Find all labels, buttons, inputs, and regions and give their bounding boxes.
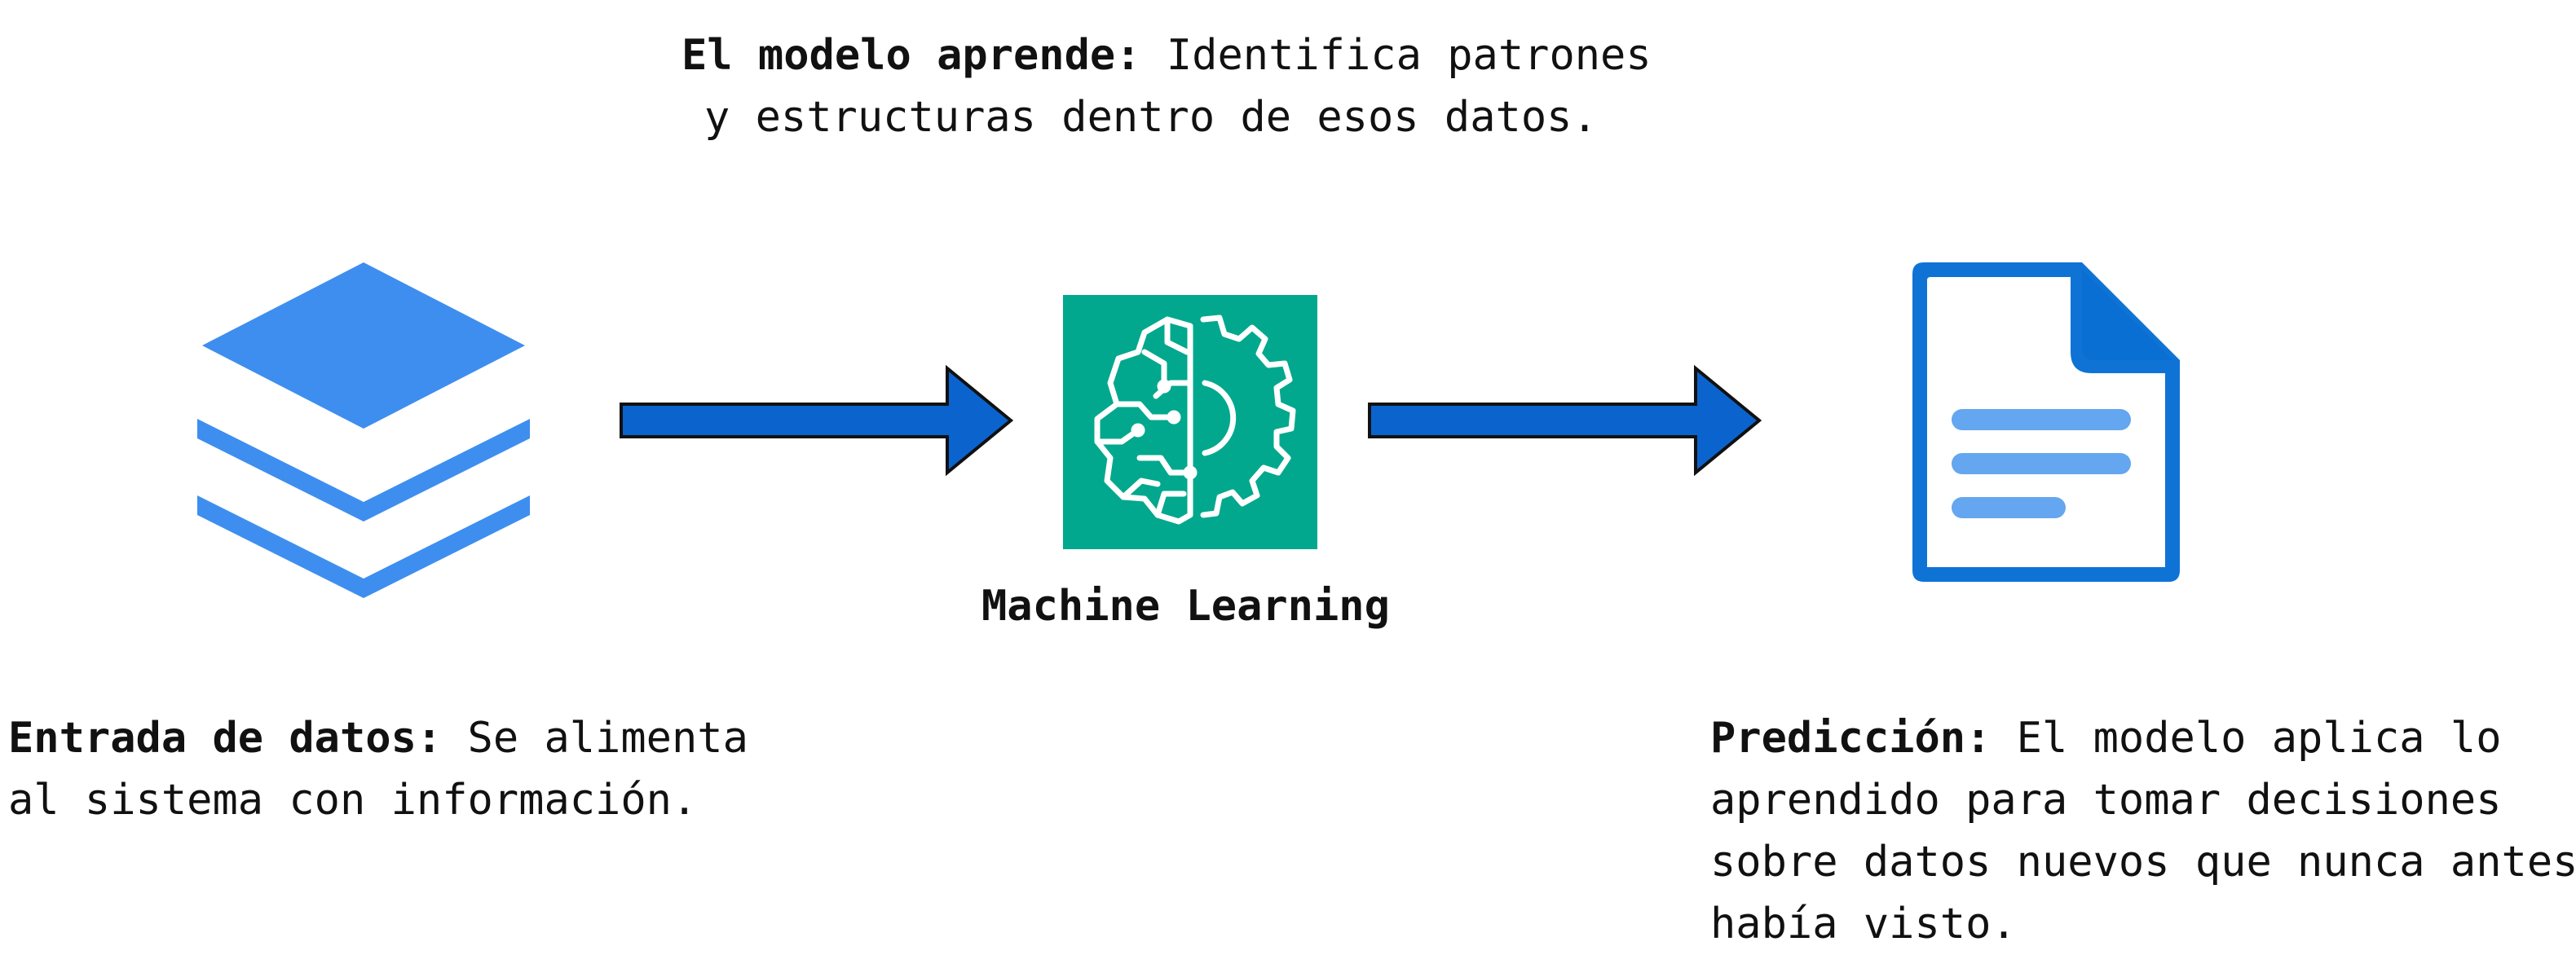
- learning-caption: El modelo aprende: Identifica patrones: [681, 24, 1652, 86]
- brain-gear-icon: [1063, 295, 1317, 549]
- prediction-caption-line4: había visto.: [1710, 900, 2017, 948]
- stack-layer-middle: [197, 419, 530, 522]
- document-line-3: [1952, 497, 2066, 518]
- document-icon: [1912, 262, 2180, 582]
- prediction-caption-line2: aprendido para tomar decisiones: [1710, 776, 2502, 825]
- prediction-caption: Predicción: El modelo aplica lo: [1710, 707, 2502, 769]
- input-caption-line2: al sistema con información.: [8, 776, 698, 825]
- arrow-to-prediction-shape: [1368, 364, 1762, 477]
- stack-layer-bottom: [197, 495, 530, 598]
- stack-layer-top: [202, 262, 525, 429]
- document-line-2: [1952, 453, 2131, 474]
- ml-label: Machine Learning: [981, 582, 1390, 631]
- document-fold: [2082, 269, 2173, 360]
- arrow-to-model-shape: [620, 364, 1014, 477]
- prediction-caption-line3: sobre datos nuevos que nunca antes: [1710, 838, 2576, 887]
- document-line-1: [1952, 409, 2131, 430]
- arrow-to-model: [620, 364, 1014, 477]
- layers-stack-icon: [197, 262, 530, 598]
- input-caption-title: Entrada de datos:: [8, 714, 443, 763]
- prediction-caption-title: Predicción:: [1710, 714, 1992, 763]
- brain-gear-glyph: [1094, 315, 1296, 525]
- input-caption: Entrada de datos: Se alimenta: [8, 707, 748, 769]
- prediction-caption-line1: El modelo aplica lo: [1991, 714, 2502, 763]
- learning-caption-line2: y estructuras dentro de esos datos.: [704, 93, 1598, 142]
- learning-caption-line1: Identifica patrones: [1140, 31, 1652, 80]
- input-caption-line1: Se alimenta: [442, 714, 748, 763]
- learning-caption-title: El modelo aprende:: [681, 31, 1141, 80]
- arrow-to-prediction: [1368, 364, 1762, 477]
